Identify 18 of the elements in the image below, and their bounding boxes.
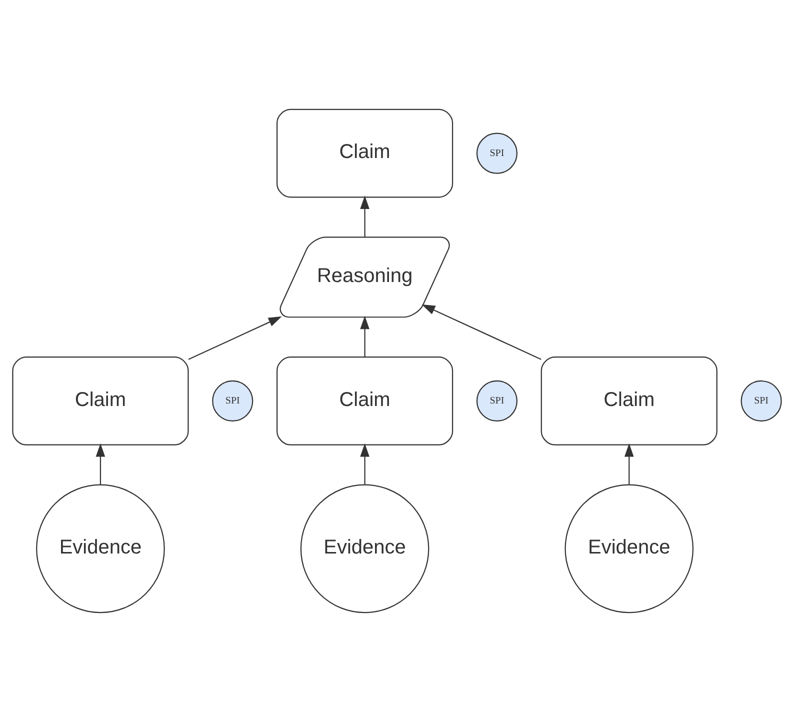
- node-circle: SPI: [476, 132, 518, 174]
- node-box: Claim: [540, 356, 718, 446]
- arrow: [624, 443, 634, 485]
- node-circle: Evidence: [564, 484, 694, 614]
- arrow: [360, 196, 370, 237]
- arrow: [422, 304, 542, 360]
- node-circle: SPI: [212, 380, 254, 422]
- node-circle: Evidence: [36, 484, 165, 614]
- node-circle: Evidence: [300, 484, 430, 614]
- node-box: Claim: [276, 356, 454, 446]
- arrow: [96, 443, 106, 485]
- arrow: [360, 316, 370, 357]
- node-box: Claim: [12, 356, 189, 446]
- node-circle: SPI: [476, 380, 518, 422]
- arrow: [188, 316, 282, 360]
- node-circle: SPI: [740, 380, 782, 422]
- arrow: [360, 443, 370, 485]
- node-box: Claim: [276, 108, 454, 198]
